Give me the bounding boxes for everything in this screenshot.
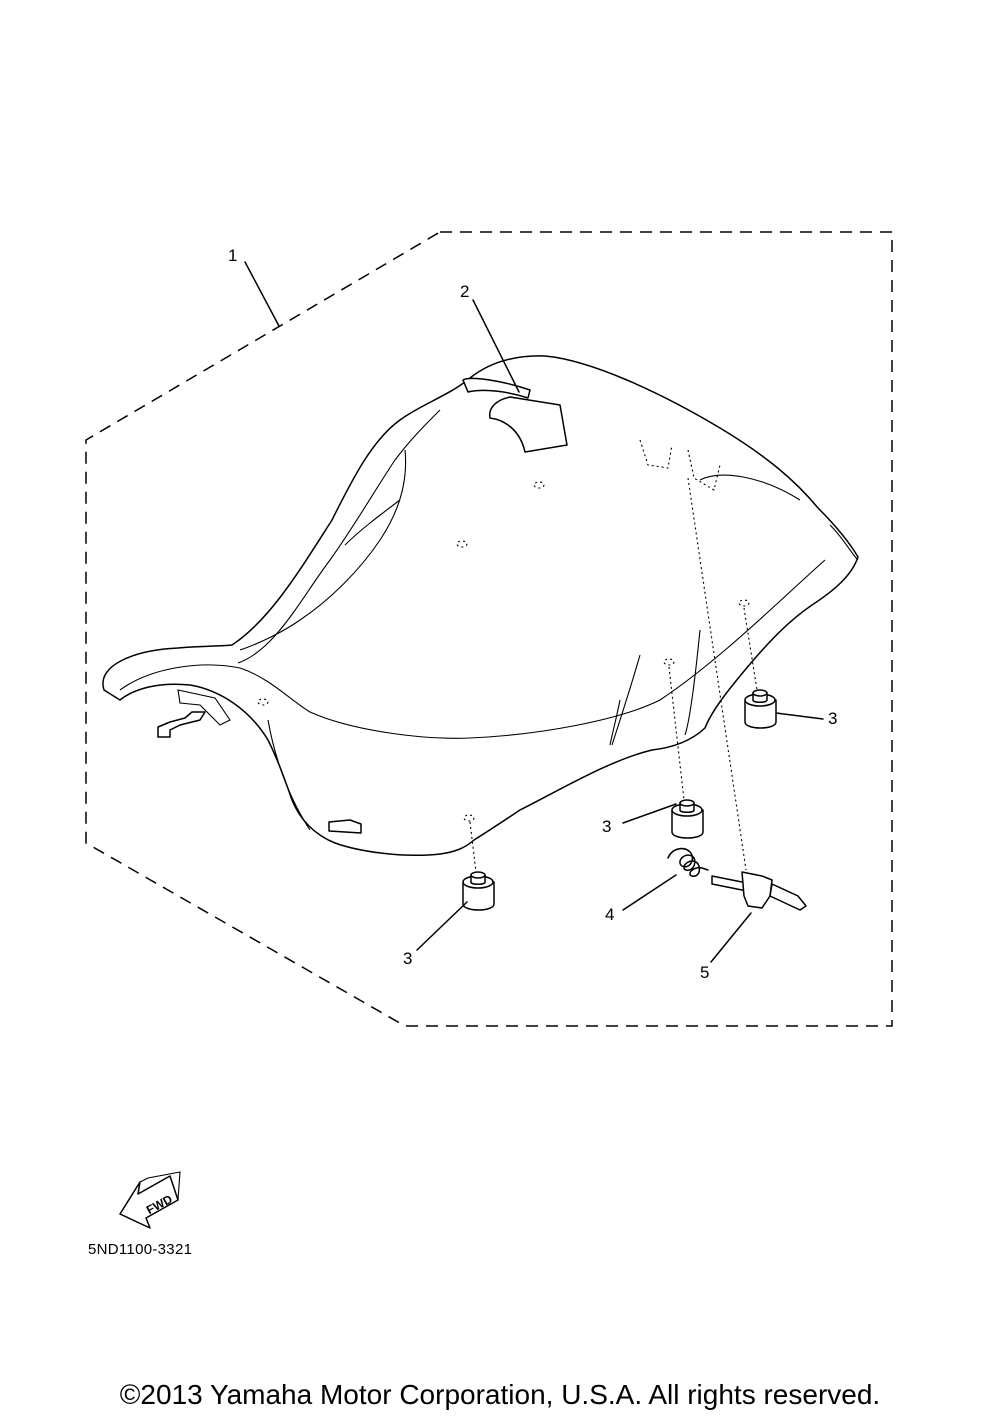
- callout-leaders: [244, 261, 824, 963]
- strap-part: [462, 377, 568, 453]
- diagram-code: 5ND1100-3321: [88, 1241, 193, 1258]
- callout-4: 4: [605, 905, 614, 924]
- callout-3-mid: 3: [602, 817, 611, 836]
- callout-2: 2: [460, 282, 469, 301]
- copyright-notice: ©2013 Yamaha Motor Corporation, U.S.A. A…: [119, 1379, 881, 1410]
- callout-3-front: 3: [403, 949, 412, 968]
- seat-assembly: [102, 355, 859, 856]
- damper-mid: [668, 666, 704, 839]
- assembly-boundary: [85, 231, 893, 1027]
- damper-rear-right: [743, 607, 777, 729]
- callout-5: 5: [700, 963, 709, 982]
- fwd-arrow-icon: FWD: [119, 1171, 181, 1229]
- callout-3-rear: 3: [828, 709, 837, 728]
- damper-front: [462, 821, 495, 911]
- spring-part: [667, 847, 709, 877]
- lock-pin-part: [687, 477, 807, 911]
- callout-1: 1: [228, 246, 237, 265]
